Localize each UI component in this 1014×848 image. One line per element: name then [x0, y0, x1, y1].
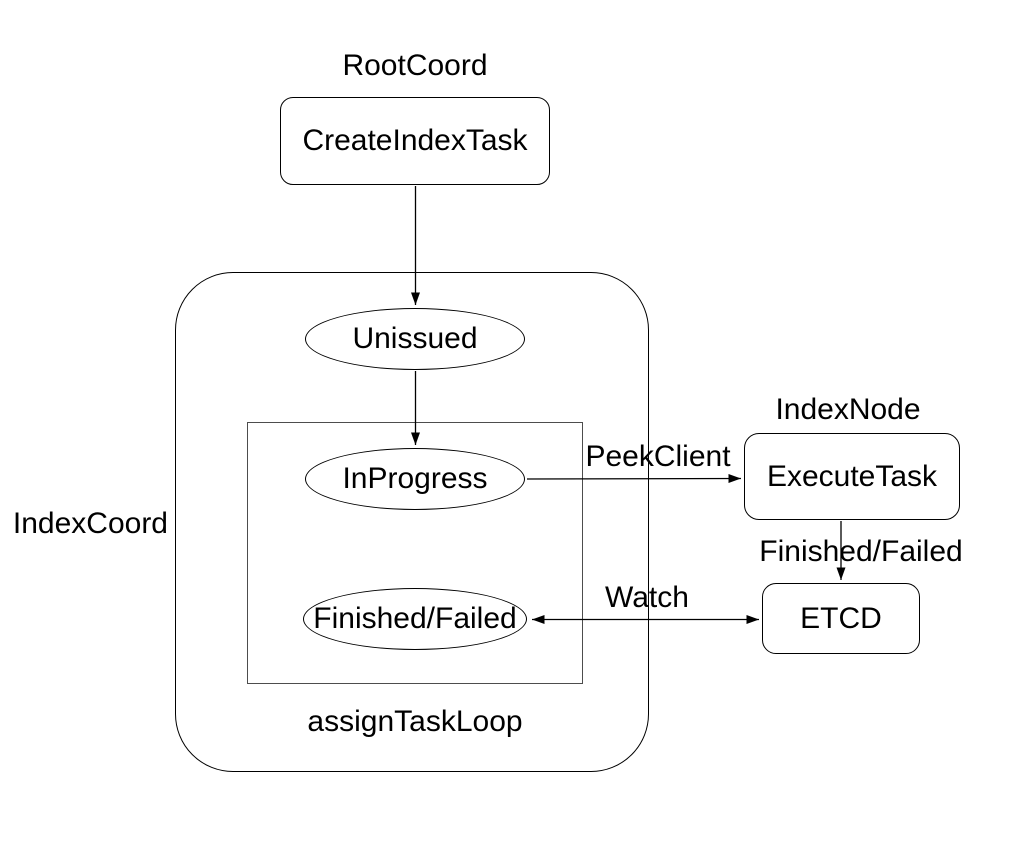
edge-inprogress-to-executetask: [526, 474, 742, 484]
node-execute-task: ExecuteTask: [744, 433, 960, 520]
indexcoord-container: [175, 272, 649, 772]
node-unissued: Unissued: [305, 308, 525, 370]
indexcoord-label: IndexCoord: [12, 507, 168, 540]
node-execute-task-label: ExecuteTask: [766, 459, 938, 493]
node-finished-failed: Finished/Failed: [303, 588, 527, 650]
edge-label-watch: Watch: [605, 581, 689, 614]
node-in-progress-label: InProgress: [342, 462, 488, 495]
node-etcd: ETCD: [762, 583, 920, 654]
edge-label-peekclient: PeekClient: [585, 440, 731, 473]
node-etcd-label: ETCD: [800, 601, 882, 635]
node-create-index-task-label: CreateIndexTask: [302, 124, 528, 157]
node-finished-failed-label: Finished/Failed: [313, 602, 517, 635]
node-in-progress: InProgress: [305, 448, 525, 510]
edge-label-finished-failed: Finished/Failed: [759, 535, 963, 568]
indexnode-label: IndexNode: [775, 393, 921, 426]
rootcoord-label: RootCoord: [342, 49, 488, 82]
node-create-index-task: CreateIndexTask: [280, 97, 550, 185]
node-unissued-label: Unissued: [352, 322, 478, 355]
assigntaskloop-label: assignTaskLoop: [307, 705, 523, 738]
